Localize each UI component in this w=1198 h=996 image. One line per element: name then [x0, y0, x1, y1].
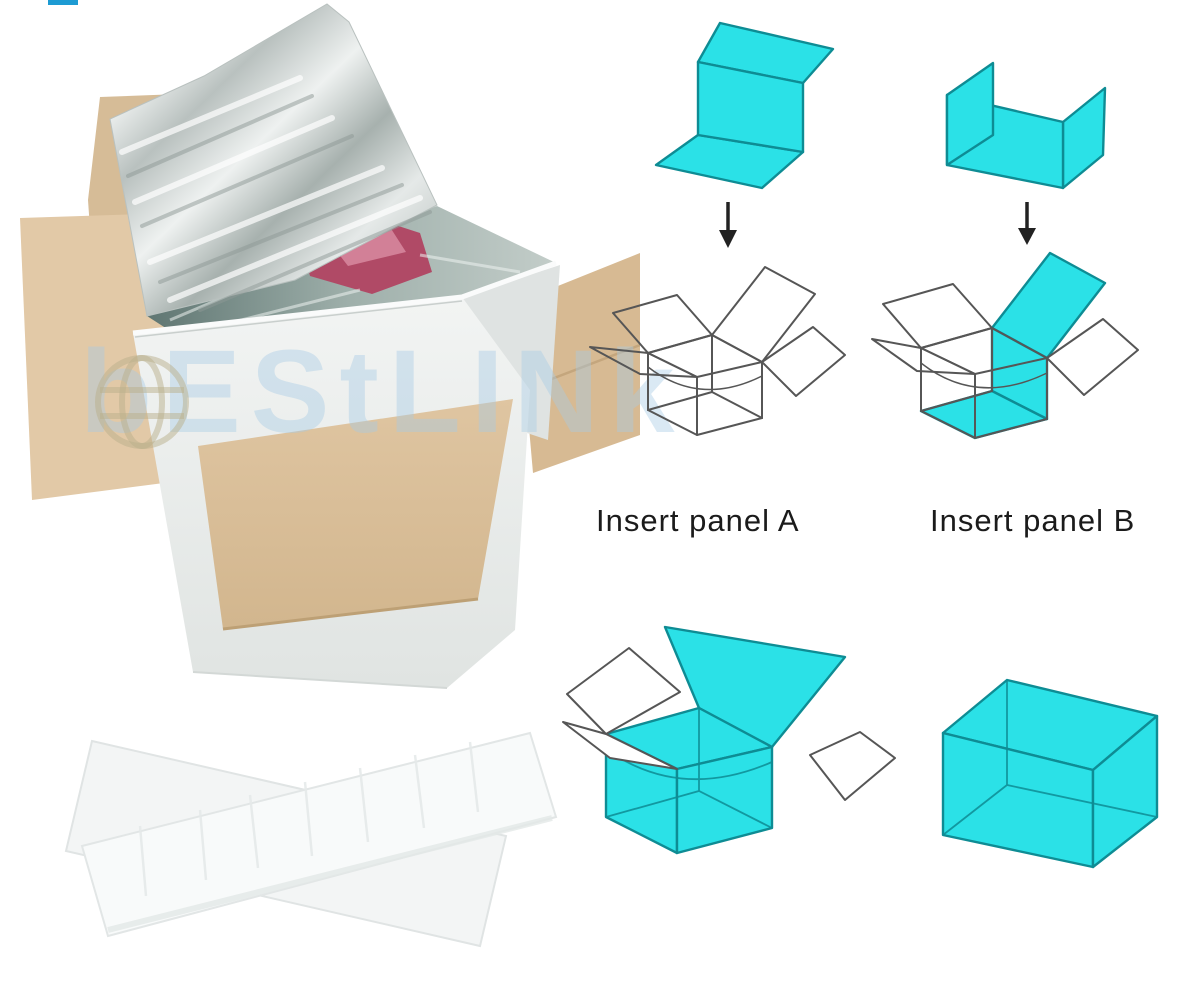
- cardboard-front-panel: [198, 399, 513, 629]
- down-arrow-icon: [719, 202, 737, 248]
- foil-streaks-light: [119, 75, 423, 303]
- panel-a-wall: [696, 60, 805, 154]
- diagram-lined-carton: [562, 625, 896, 855]
- diagram-panel-b: [945, 61, 1107, 190]
- carton-wireframe: [871, 283, 1139, 439]
- liner-crinkles: [138, 741, 480, 897]
- box-right-face: [462, 265, 560, 440]
- globe-icon: [95, 355, 189, 449]
- carton-wireframe: [589, 266, 846, 436]
- diagram-panel-a: [654, 21, 835, 190]
- diagram-closed-box: [941, 678, 1159, 869]
- down-arrow-icon: [1018, 202, 1036, 245]
- lined-white-flaps: [562, 647, 896, 801]
- foil-lid: [109, 3, 438, 317]
- foil-streaks-dark: [126, 94, 432, 312]
- diagram-carton-panel-a: [871, 251, 1139, 440]
- top-blue-bar: [48, 0, 78, 5]
- diagram-empty-carton: [589, 266, 846, 436]
- product-photo: [20, 3, 640, 948]
- box-rim-highlight: [132, 260, 557, 336]
- step-b-label: Insert panel B: [930, 503, 1136, 538]
- meat-highlight: [328, 224, 406, 266]
- closed-box-inner-edges: [942, 680, 1158, 836]
- step-a-label: Insert panel A: [596, 503, 800, 538]
- panel-b-right-wall: [1061, 86, 1107, 190]
- panel-b-left-wall: [945, 61, 995, 167]
- liner-panel-front: [80, 731, 558, 938]
